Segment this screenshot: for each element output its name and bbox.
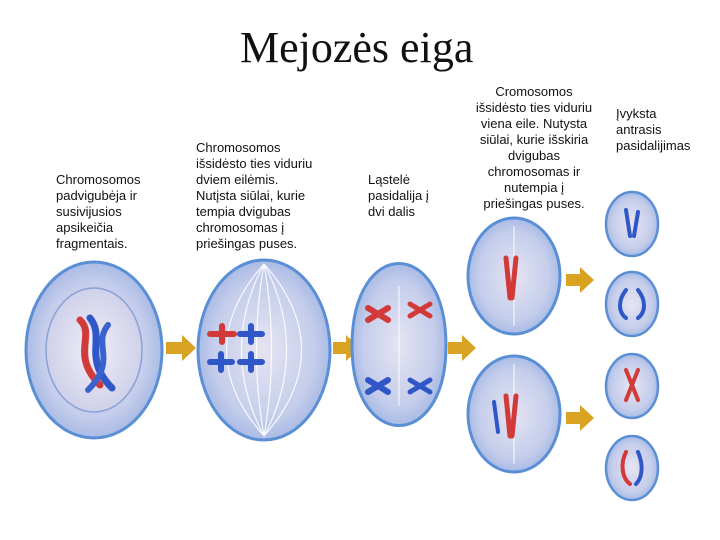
caption-stage-2: Chromosomos išsidėsto ties viduriu dviem… [196, 140, 313, 251]
arrow-right-icon [448, 335, 476, 361]
chromosome-icon [503, 393, 519, 439]
chromosome-icon [85, 322, 111, 393]
caption-stage-1: Chromosomos padvigubėja ir susivijusios … [56, 172, 141, 251]
arrow-right-icon [566, 267, 594, 293]
arrow-right-icon [333, 335, 360, 361]
cell-stage-5-3 [604, 352, 660, 420]
cell-stage-3 [350, 262, 448, 427]
chromosome-icon [624, 368, 640, 402]
chromosome-icon [618, 288, 646, 320]
page-title: Mejozės eiga [240, 23, 474, 72]
chromosome-icon [620, 450, 632, 486]
chromosome-icon [624, 208, 640, 238]
arrow-right-icon [566, 405, 594, 431]
spindle-fibre-icon [226, 263, 302, 437]
chromosome-icon [365, 305, 391, 323]
caption-stage-5: Įvyksta antrasis pasidalijimas [616, 106, 691, 153]
arrow-right-icon [166, 335, 196, 361]
cell-stage-2 [196, 258, 332, 442]
chromosome-icon [503, 255, 519, 301]
chromosome-icon [86, 314, 116, 392]
cell-stage-1 [24, 260, 164, 440]
chromosome-icon [365, 377, 391, 395]
caption-stage-3: Ląstelė pasidalija į dvi dalis [368, 172, 429, 219]
cell-stage-5-1 [604, 190, 660, 258]
chromosome-icon [207, 323, 265, 373]
cell-stage-4-top [466, 216, 562, 336]
cell-stage-5-2 [604, 270, 660, 338]
cell-stage-5-4 [604, 434, 660, 502]
cell-stage-4-bottom [466, 354, 562, 474]
chromosome-icon [76, 316, 104, 389]
caption-stage-4: Cromosomos išsidėsto ties viduriu viena … [475, 84, 593, 211]
